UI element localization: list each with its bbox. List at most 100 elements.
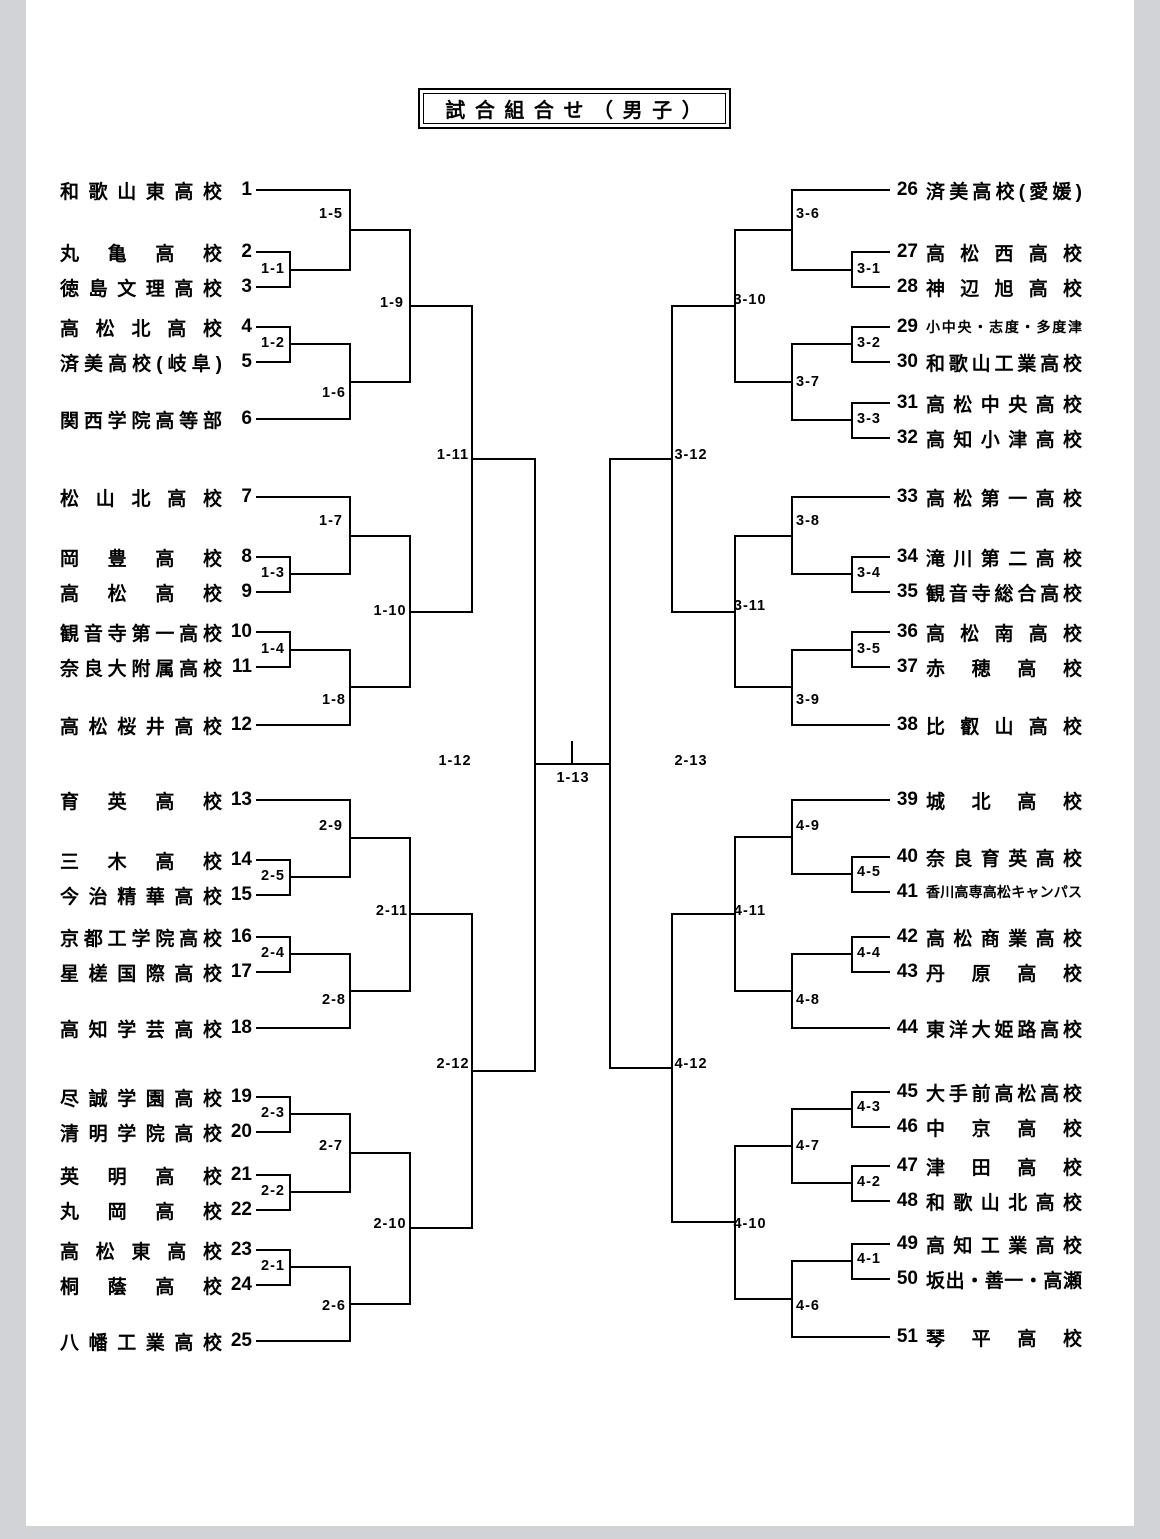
team-number: 13: [230, 789, 252, 810]
bracket-line: [256, 724, 350, 726]
team-name: 高松南高校: [926, 623, 1082, 645]
bracket-line: [290, 1266, 350, 1268]
team-name: 高松商業高校: [926, 928, 1082, 950]
bracket-line: [350, 535, 410, 537]
bracket-line: [290, 573, 350, 575]
team-number: 41: [896, 881, 918, 902]
team-name: 丸亀高校: [60, 243, 222, 265]
team-number: 33: [896, 486, 918, 507]
bracket-line: [792, 1108, 852, 1110]
bracket-line: [672, 305, 735, 307]
team-name: 高松北高校: [60, 318, 222, 340]
bracket-line: [256, 418, 350, 420]
team-name: 八幡工業高校: [60, 1332, 222, 1354]
team-number: 6: [241, 408, 252, 429]
team-number: 20: [230, 1121, 252, 1142]
bracket-line: [735, 1298, 792, 1300]
match-label: 1-1: [261, 260, 285, 277]
bracket-line: [851, 1091, 853, 1128]
bracket-line: [851, 251, 853, 288]
bracket-line: [256, 286, 290, 288]
team-number: 50: [896, 1268, 918, 1289]
match-label: 1-6: [322, 384, 346, 401]
team-name: 坂出・善一・高瀬: [926, 1270, 1082, 1292]
team-name: 尽誠学園高校: [60, 1088, 222, 1110]
bracket-line: [791, 799, 793, 875]
team-number: 31: [896, 392, 918, 413]
bracket-line: [792, 649, 852, 651]
bracket-line: [852, 361, 890, 363]
match-label: 2-11: [375, 902, 409, 919]
bracket-line: [290, 1191, 350, 1193]
bracket-line: [792, 189, 890, 191]
team-name: 神辺旭高校: [926, 278, 1082, 300]
team-number: 4: [241, 316, 252, 337]
bracket-line: [851, 402, 853, 439]
match-label: 3-10: [733, 291, 767, 308]
team-name: 東洋大姫路高校: [926, 1019, 1082, 1041]
match-label: 2-4: [261, 944, 285, 961]
bracket-line: [852, 666, 890, 668]
team-number: 45: [896, 1081, 918, 1102]
bracket-line: [256, 189, 350, 191]
bracket-line: [672, 1221, 735, 1223]
team-number: 37: [896, 656, 918, 677]
bracket-line: [571, 741, 573, 765]
bracket-line: [852, 251, 890, 253]
bracket-line: [734, 535, 736, 688]
match-label: 4-7: [796, 1137, 820, 1154]
match-label: 3-6: [796, 205, 820, 222]
bracket-line: [851, 856, 853, 893]
team-number: 14: [230, 849, 252, 870]
team-number: 27: [896, 241, 918, 262]
bracket-line: [256, 1174, 290, 1176]
page-title: 試 合 組 合 せ （ 男 子 ）: [445, 100, 704, 122]
bracket-line: [791, 953, 793, 1029]
team-number: 24: [230, 1274, 252, 1295]
bracket-line: [410, 305, 472, 307]
match-label: 1-4: [261, 640, 285, 657]
bracket-line: [256, 1249, 290, 1251]
bracket-line: [734, 836, 736, 992]
bracket-line: [350, 990, 410, 992]
team-name: 奈良育英高校: [926, 848, 1082, 870]
bracket-line: [792, 1336, 890, 1338]
match-label: 2-8: [322, 991, 346, 1008]
viewer-margin-left: [0, 0, 26, 1539]
team-number: 18: [230, 1017, 252, 1038]
bracket-line: [256, 251, 290, 253]
team-name: 京都工学院高校: [60, 928, 222, 950]
bracket-line: [852, 631, 890, 633]
match-label: 3-1: [857, 260, 881, 277]
bracket-line: [256, 859, 290, 861]
match-label: 4-10: [733, 1215, 767, 1232]
bracket-line: [852, 1243, 890, 1245]
match-label: 3-3: [857, 410, 881, 427]
bracket-line: [852, 286, 890, 288]
match-label: 1-12: [438, 752, 472, 769]
team-name: 桐蔭高校: [60, 1276, 222, 1298]
team-name: 城北高校: [926, 791, 1082, 813]
bracket-line: [256, 1284, 290, 1286]
bracket-line: [735, 1145, 792, 1147]
bracket-line: [256, 666, 290, 668]
